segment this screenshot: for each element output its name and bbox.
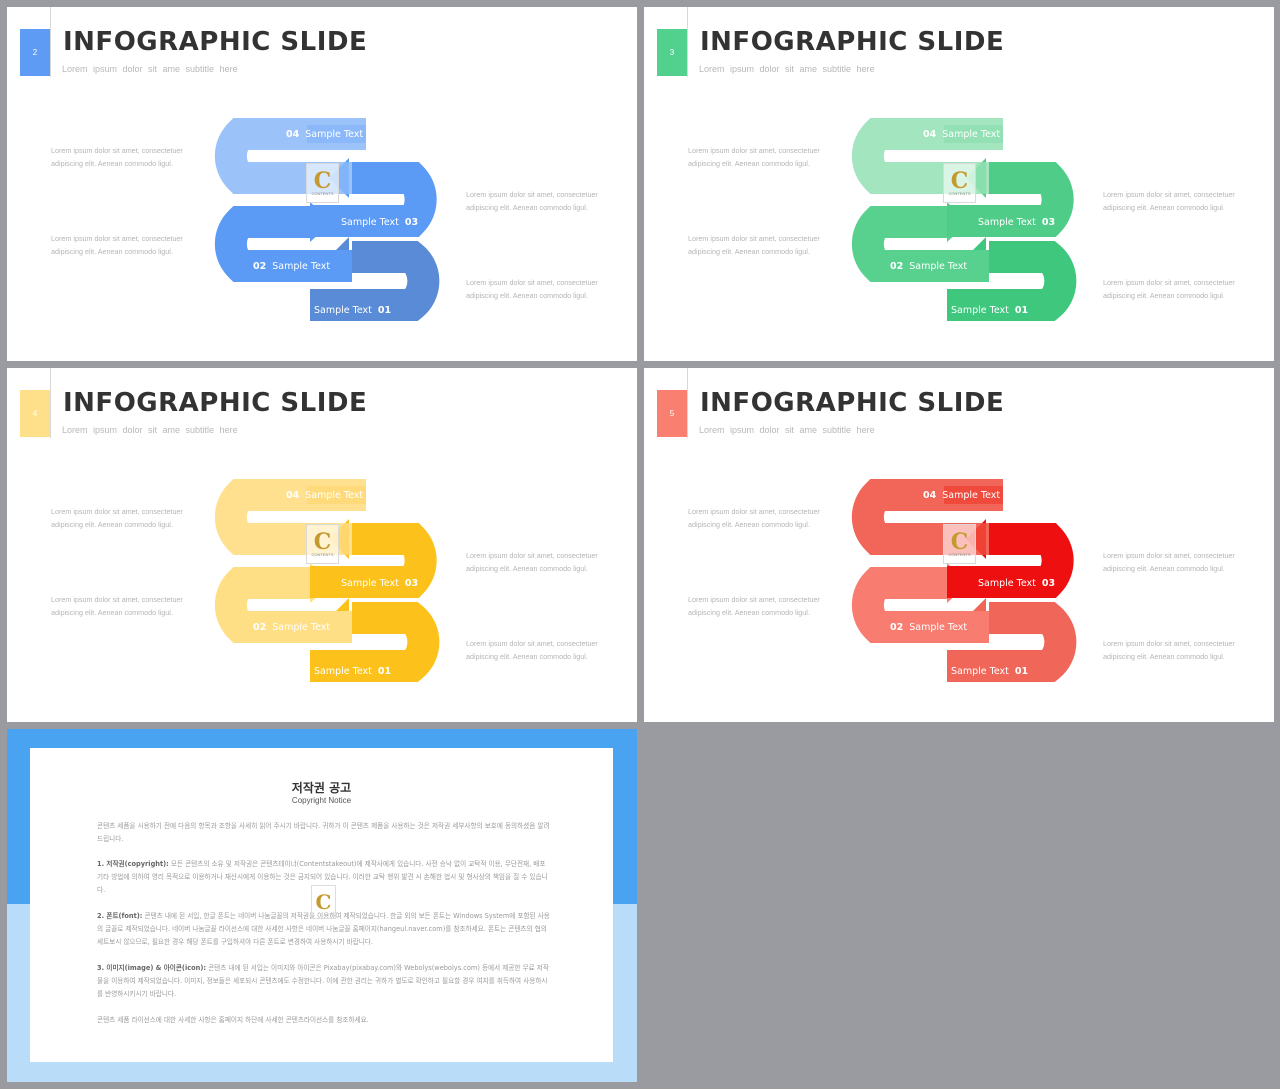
- path-segment-03: [947, 162, 1074, 237]
- path-segment-01: [310, 241, 440, 321]
- notice-subtitle: Copyright Notice: [291, 796, 352, 805]
- path-segment-03: [310, 162, 437, 237]
- slide-subtitle: Lorem ipsum dolor sit ame subtitle here: [699, 64, 875, 74]
- path-segment-02: [851, 567, 989, 643]
- slide-subtitle: Lorem ipsum dolor sit ame subtitle here: [62, 64, 238, 74]
- notice-logo: C: [311, 885, 336, 919]
- path-segment-04: [214, 479, 366, 555]
- copyright-notice-slide[interactable]: 저작권 공고 Copyright Notice 콘텐츠 세품을 시용하기 전에 …: [7, 729, 637, 1082]
- path-segment-03: [310, 523, 437, 598]
- path-segment-04: [214, 118, 366, 194]
- slide-subtitle: Lorem ipsum dolor sit ame subtitle here: [699, 425, 875, 435]
- description-text: Lorem ipsum dolor sit amet, consectetuer…: [51, 234, 183, 256]
- slide-title: INFOGRAPHIC SLIDE: [700, 27, 1005, 57]
- bottom-bar-01: [310, 662, 392, 680]
- slide-subtitle: Lorem ipsum dolor sit ame subtitle here: [62, 425, 238, 435]
- notice-paragraph: 1. 저작권(copyright): 모든 콘텐츠의 소유 및 저작권은 콘텐츠…: [97, 860, 548, 894]
- path-segment-01: [310, 602, 440, 682]
- description-text: Lorem ipsum dolor sit amet, consectetuer…: [466, 639, 598, 661]
- top-bar-04: [307, 125, 366, 143]
- divider: [687, 368, 688, 438]
- path-segment-02: [214, 567, 352, 643]
- top-bar-04: [944, 486, 1003, 504]
- notice-paragraph: 콘텐츠 세품을 시용하기 전에 다음의 항목과 조항을 사세히 읽어 주시기 바…: [97, 822, 550, 843]
- divider: [50, 7, 51, 77]
- slide-5[interactable]: 5 INFOGRAPHIC SLIDE Lorem ipsum dolor si…: [644, 368, 1274, 722]
- description-text: Lorem ipsum dolor sit amet, consectetuer…: [1103, 551, 1235, 573]
- divider: [687, 7, 688, 77]
- notice-paragraph: 콘텐츠 세품 라이선스에 대한 사세한 사항은 홈페이지 하단에 사세한 콘텐츠…: [97, 1016, 369, 1024]
- notice-paragraph: 2. 폰트(font): 콘텐츠 내에 된 서입, 한글 폰트는 네이버 나눔글…: [97, 912, 550, 946]
- path-segment-03: [947, 523, 1074, 598]
- description-text: Lorem ipsum dolor sit amet, consectetuer…: [688, 146, 820, 168]
- slide-title: INFOGRAPHIC SLIDE: [63, 388, 368, 418]
- path-segment-04: [851, 118, 1003, 194]
- slide-number-badge: 4: [20, 390, 50, 437]
- notice-paper: 저작권 공고 Copyright Notice 콘텐츠 세품을 시용하기 전에 …: [30, 748, 613, 1062]
- path-segment-01: [947, 602, 1077, 682]
- description-text: Lorem ipsum dolor sit amet, consectetuer…: [51, 595, 183, 617]
- slide-4[interactable]: 4 INFOGRAPHIC SLIDE Lorem ipsum dolor si…: [7, 368, 637, 722]
- path-segment-04: [851, 479, 1003, 555]
- path-segment-02: [214, 206, 352, 282]
- description-text: Lorem ipsum dolor sit amet, consectetuer…: [688, 507, 820, 529]
- description-text: Lorem ipsum dolor sit amet, consectetuer…: [1103, 639, 1235, 661]
- description-text: Lorem ipsum dolor sit amet, consectetuer…: [466, 551, 598, 573]
- slide-2[interactable]: 2 INFOGRAPHIC SLIDE Lorem ipsum dolor si…: [7, 7, 637, 361]
- description-text: Lorem ipsum dolor sit amet, consectetuer…: [51, 507, 183, 529]
- bottom-bar-01: [947, 301, 1029, 319]
- description-text: Lorem ipsum dolor sit amet, consectetuer…: [466, 278, 598, 300]
- slide-number-badge: 2: [20, 29, 50, 76]
- description-text: Lorem ipsum dolor sit amet, consectetuer…: [51, 146, 183, 168]
- top-bar-04: [307, 486, 366, 504]
- slide-title: INFOGRAPHIC SLIDE: [700, 388, 1005, 418]
- description-text: Lorem ipsum dolor sit amet, consectetuer…: [1103, 190, 1235, 212]
- bottom-bar-01: [947, 662, 1029, 680]
- divider: [50, 368, 51, 438]
- slide-number-badge: 3: [657, 29, 687, 76]
- path-segment-01: [947, 241, 1077, 321]
- slide-title: INFOGRAPHIC SLIDE: [63, 27, 368, 57]
- path-segment-02: [851, 206, 989, 282]
- slide-3[interactable]: 3 INFOGRAPHIC SLIDE Lorem ipsum dolor si…: [644, 7, 1274, 361]
- bottom-bar-01: [310, 301, 392, 319]
- notice-title: 저작권 공고: [291, 781, 352, 795]
- description-text: Lorem ipsum dolor sit amet, consectetuer…: [466, 190, 598, 212]
- notice-paragraph: 3. 이미지(image) & 아이콘(icon): 콘텐츠 내에 된 서입는 …: [97, 964, 549, 998]
- slide-number-badge: 5: [657, 390, 687, 437]
- top-bar-04: [944, 125, 1003, 143]
- description-text: Lorem ipsum dolor sit amet, consectetuer…: [688, 595, 820, 617]
- description-text: Lorem ipsum dolor sit amet, consectetuer…: [1103, 278, 1235, 300]
- description-text: Lorem ipsum dolor sit amet, consectetuer…: [688, 234, 820, 256]
